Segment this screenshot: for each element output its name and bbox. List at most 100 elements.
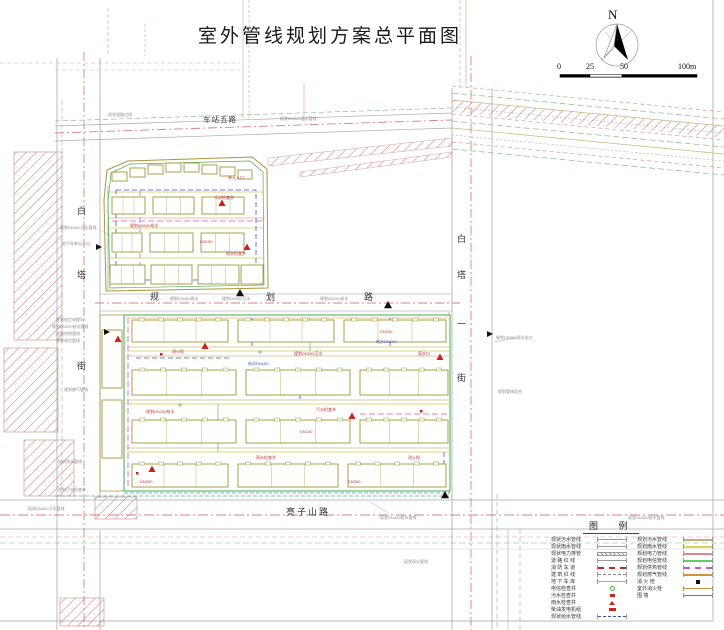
legend-row: 规划电力管线	[637, 550, 723, 557]
annotation-label: 规划电信管线	[56, 338, 80, 343]
legend-row-label: 规划电信管线	[637, 558, 668, 564]
annotation-label: 规划DN200给水管线	[52, 324, 89, 329]
annotation-label: 规划供热管线	[56, 331, 80, 336]
legend-row-swatch	[597, 551, 627, 556]
annotation-label: 规划DN150给水	[130, 223, 159, 228]
legend-row-swatch	[597, 607, 627, 612]
legend-title: 图 例	[583, 519, 639, 534]
annotation-label: 规划DN300雨水出口	[496, 335, 533, 340]
legend-left-column: 现状污水管线现状雨水管线现状电力排管道 路 红 线消 防 车 道建 筑 红 线地…	[551, 536, 637, 620]
legend-row-label: 现状污水管线	[551, 537, 582, 543]
annotation-label: 现状DN400给水管线	[380, 515, 417, 520]
legend-row-label: 建 筑 红 线	[551, 572, 576, 578]
annotation-label: DN200	[140, 479, 153, 484]
road-label-char: 划	[266, 292, 276, 302]
legend-row-label: 围 墙	[637, 593, 649, 599]
legend-row-label: 规划燃气管线	[637, 572, 668, 578]
legend-row: 消 防 车 道	[551, 564, 637, 571]
annotation-label: 给水DN150	[248, 361, 269, 366]
scale-tick-label: 25	[586, 62, 594, 71]
legend-row: 现状电力排管	[551, 550, 637, 557]
legend-row-swatch	[597, 579, 627, 584]
legend-row: 污水检查井	[551, 592, 637, 599]
annotation-label: 规划DN150给水	[146, 409, 175, 414]
road-label-char: 白	[77, 206, 87, 216]
legend-row-label: 规划电力管线	[637, 551, 668, 557]
annotation-label: 污水检查井	[316, 407, 336, 412]
legend-row-swatch	[683, 558, 713, 563]
annotation-label: 规划电力电缆沟	[56, 317, 84, 322]
legend-row: 规划雨水管线	[637, 543, 723, 550]
annotation-label: 规划DN300污水	[222, 296, 251, 301]
legend-row: 室外消火栓	[637, 585, 723, 592]
legend-row-swatch	[683, 593, 713, 598]
annotation-label: 污水检查井	[214, 195, 234, 200]
annotation-label: 现状雨水管线	[404, 559, 428, 564]
legend-row: 现状污水管线	[551, 536, 637, 543]
legend-row: 地 下 车 库	[551, 578, 637, 585]
legend-row-label: 雨水检查井	[551, 600, 577, 606]
legend-row-swatch	[683, 565, 713, 570]
road-label-char: 白	[457, 234, 467, 244]
legend-row: 规划供热管线	[637, 564, 723, 571]
legend-row-swatch	[597, 593, 627, 598]
legend-row-swatch	[597, 586, 627, 591]
annotation-label: 规划燃气管线	[64, 387, 88, 392]
legend-row-swatch	[597, 572, 627, 577]
legend-row: 现状给水管线	[551, 613, 637, 620]
legend-row-label: 现状电力排管	[551, 551, 582, 557]
road-label-char: 一	[457, 319, 467, 329]
legend-row-label: 现状雨水管线	[551, 544, 582, 550]
legend-row-label: 消 防 车 道	[551, 565, 576, 571]
legend-row-label: 地 下 车 库	[551, 579, 576, 585]
legend: 图 例 现状污水管线现状雨水管线现状电力排管道 路 红 线消 防 车 道建 筑 …	[551, 516, 723, 620]
legend-row-swatch	[597, 544, 627, 549]
legend-row-swatch	[597, 614, 627, 619]
annotation-label: 现状道路边线	[108, 112, 132, 117]
road-label-top: 车站五路	[203, 115, 237, 124]
road-label-char: 街	[457, 373, 467, 383]
legend-row: 现状雨水管线	[551, 543, 637, 550]
road-label-bottom: 亮子山路	[286, 507, 331, 517]
legend-row-swatch	[683, 572, 713, 577]
scale-tick-label: 0	[557, 62, 561, 71]
legend-row-swatch	[597, 537, 627, 542]
annotation-label: 消火栓	[408, 455, 420, 460]
legend-row-swatch	[597, 565, 627, 570]
legend-row-label: 污水检查井	[551, 593, 577, 599]
annotation-label: DN150	[200, 239, 213, 244]
annotation-label: 地下车库出入口	[62, 241, 90, 246]
annotation-label: DN200	[380, 329, 393, 334]
legend-row: 规划燃气管线	[637, 571, 723, 578]
legend-row: 围 墙	[637, 592, 723, 599]
legend-row-swatch	[683, 579, 713, 584]
legend-row-label: 规划供热管线	[637, 565, 668, 571]
legend-row-label: 室外消火栓	[637, 586, 663, 592]
legend-row-label: 电信检查井	[551, 586, 577, 592]
legend-row: 消 火 栓	[637, 578, 723, 585]
legend-row-swatch	[683, 551, 713, 556]
annotation-label: 给水DN100	[376, 339, 397, 344]
legend-row: 建 筑 红 线	[551, 571, 637, 578]
annotation-label: 规划管线综合	[498, 389, 522, 394]
annotation-label: DN300	[348, 479, 361, 484]
legend-row: 规划电信管线	[637, 557, 723, 564]
scale-tick-label: 100m	[678, 62, 697, 71]
legend-row-swatch	[683, 586, 713, 591]
legend-row-label: 规划污水管线	[637, 537, 668, 543]
road-label-char: 规	[150, 292, 160, 302]
page-title: 室外管线规划方案总平面图	[198, 26, 463, 47]
legend-right-column: 规划污水管线规划雨水管线规划电力管线规划电信管线规划供热管线规划燃气管线消 火 …	[637, 536, 723, 620]
legend-row-label: 规划雨水管线	[637, 544, 668, 550]
legend-row: 雨水检查井	[551, 599, 637, 606]
legend-row-swatch	[597, 558, 627, 563]
north-arrow-label: N	[608, 7, 618, 22]
legend-row: 电信检查井	[551, 585, 637, 592]
annotation-label: 单元入口	[228, 175, 244, 180]
annotation-label: 规划DN400雨水	[170, 296, 199, 301]
annotation-label: 现状DN300给水管线	[628, 515, 665, 520]
annotation-label: 现状雨水管线	[58, 459, 82, 464]
annotation-label: 现状DN500雨水管线	[280, 116, 317, 121]
